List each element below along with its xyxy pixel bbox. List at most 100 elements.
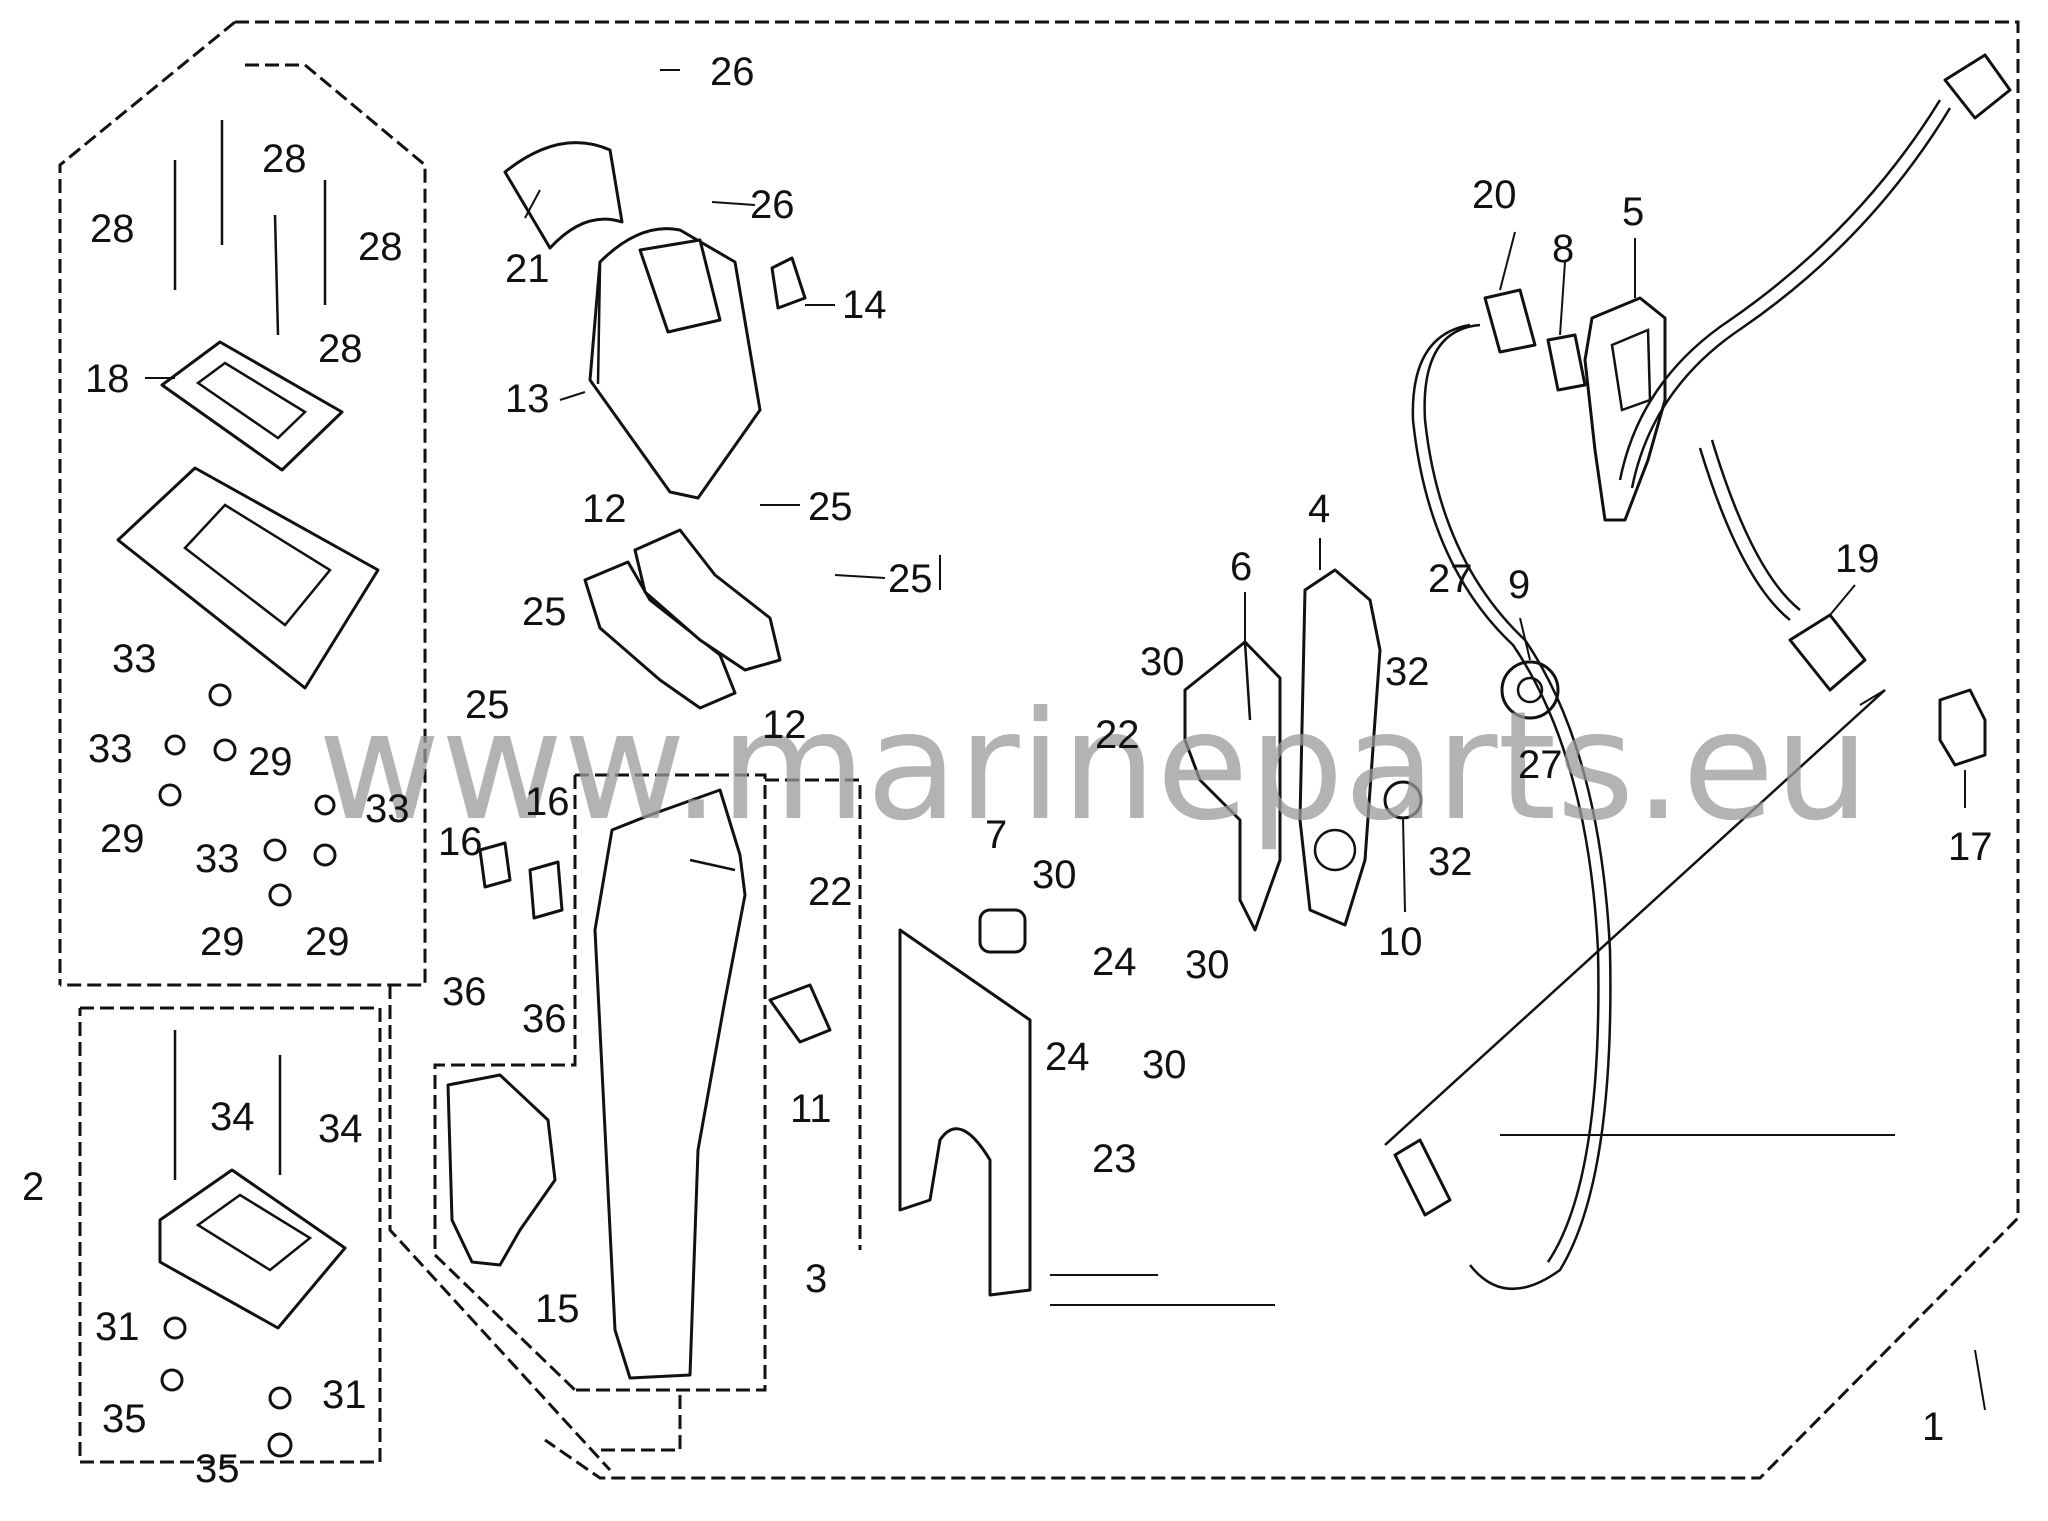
callout-22-lower: 22 bbox=[808, 870, 853, 914]
callout-26-mid: 26 bbox=[750, 183, 795, 227]
callout-31-a: 31 bbox=[95, 1305, 140, 1349]
callout-8: 8 bbox=[1552, 227, 1574, 271]
callout-28-a: 28 bbox=[90, 207, 135, 251]
gasket-frame bbox=[160, 340, 344, 472]
clamp-b bbox=[528, 860, 564, 920]
callout-27-upper: 27 bbox=[1428, 557, 1473, 601]
callout-34-a: 34 bbox=[210, 1095, 255, 1139]
main-housing bbox=[593, 788, 747, 1380]
leader-lines bbox=[145, 69, 1986, 1411]
callout-23: 23 bbox=[1092, 1137, 1137, 1181]
plug bbox=[1546, 333, 1587, 392]
callout-30-d: 30 bbox=[1142, 1043, 1187, 1087]
callout-25-a: 25 bbox=[808, 485, 853, 529]
housing-plate bbox=[898, 928, 1032, 1297]
watermark-text: www.marineparts.eu bbox=[318, 680, 1870, 854]
callout-16-right: 16 bbox=[525, 780, 570, 824]
nuts-29-33 bbox=[158, 683, 337, 907]
gasket-kit-outline bbox=[60, 63, 427, 987]
callout-3: 3 bbox=[805, 1257, 827, 1301]
callout-25-d: 25 bbox=[465, 683, 510, 727]
plate-outline bbox=[765, 778, 862, 1250]
callout-17: 17 bbox=[1948, 825, 1993, 869]
callout-11: 11 bbox=[790, 1087, 832, 1131]
gasket-plate bbox=[116, 466, 380, 690]
callout-35-a: 35 bbox=[102, 1397, 147, 1441]
harness-connector bbox=[1788, 613, 1867, 692]
callout-25-b: 25 bbox=[888, 557, 933, 601]
callout-labels: 1 2 3 4 5 6 7 8 9 10 11 12 12 13 14 15 1… bbox=[22, 50, 1993, 1491]
callout-27-lower: 27 bbox=[1518, 743, 1563, 787]
callout-33-d: 33 bbox=[195, 837, 240, 881]
callout-26-top: 26 bbox=[710, 50, 755, 94]
callout-25-c: 25 bbox=[522, 590, 567, 634]
callout-15: 15 bbox=[535, 1287, 580, 1331]
screws-28 bbox=[173, 120, 327, 336]
wire-harness bbox=[1411, 99, 1952, 1291]
callout-21: 21 bbox=[505, 247, 550, 291]
callout-36-a: 36 bbox=[442, 970, 487, 1014]
callout-9: 9 bbox=[1508, 563, 1530, 607]
callout-29-d: 29 bbox=[305, 920, 350, 964]
wire-clip bbox=[768, 983, 832, 1044]
callout-4: 4 bbox=[1308, 487, 1330, 531]
callout-33-b: 33 bbox=[88, 727, 133, 771]
callout-12-upper: 12 bbox=[582, 487, 627, 531]
callout-13: 13 bbox=[505, 377, 550, 421]
main-assembly-outline bbox=[58, 20, 2020, 1480]
callout-31-b: 31 bbox=[322, 1373, 367, 1417]
callout-33-c: 33 bbox=[365, 787, 410, 831]
callout-36-b: 36 bbox=[522, 997, 567, 1041]
callout-30-b: 30 bbox=[1032, 853, 1077, 897]
cover-strip bbox=[503, 141, 624, 250]
top-connector bbox=[1943, 53, 2012, 120]
lever-housing-cover bbox=[588, 227, 762, 500]
connector bbox=[1483, 288, 1537, 354]
callout-30-a: 30 bbox=[1140, 640, 1185, 684]
callout-6: 6 bbox=[1230, 545, 1252, 589]
callout-24-upper: 24 bbox=[1092, 940, 1137, 984]
nuts-31-35 bbox=[160, 1316, 293, 1458]
callout-18: 18 bbox=[85, 357, 130, 401]
callout-32-upper: 32 bbox=[1385, 650, 1430, 694]
switch-block bbox=[1183, 640, 1282, 932]
callout-7: 7 bbox=[985, 813, 1007, 857]
callout-29-c: 29 bbox=[200, 920, 245, 964]
clip bbox=[770, 256, 807, 310]
callout-29-b: 29 bbox=[100, 817, 145, 861]
callout-28-b: 28 bbox=[262, 137, 307, 181]
callout-28-d: 28 bbox=[318, 327, 363, 371]
callout-34-b: 34 bbox=[318, 1107, 363, 1151]
grommet bbox=[1938, 688, 1987, 767]
bottom-connector bbox=[1393, 1138, 1452, 1217]
kit-2-gasket bbox=[158, 1168, 347, 1330]
callout-2: 2 bbox=[22, 1165, 44, 1209]
callout-22-upper: 22 bbox=[1095, 713, 1140, 757]
shield-plate bbox=[446, 1073, 557, 1267]
bracket-right bbox=[633, 528, 782, 672]
callout-10: 10 bbox=[1378, 920, 1423, 964]
part-3-housing-outline bbox=[433, 773, 767, 1452]
callout-20: 20 bbox=[1472, 173, 1517, 217]
callout-5: 5 bbox=[1622, 190, 1644, 234]
harness-outline bbox=[1384, 689, 1886, 1146]
callout-33-a: 33 bbox=[112, 637, 157, 681]
callout-29-a: 29 bbox=[248, 740, 293, 784]
bracket-left bbox=[583, 560, 737, 710]
clamp-bracket bbox=[1583, 296, 1667, 522]
callout-1: 1 bbox=[1922, 1405, 1944, 1449]
lever-arm bbox=[1298, 568, 1382, 927]
part-2-kit-outline bbox=[78, 985, 612, 1472]
callout-24-lower: 24 bbox=[1045, 1035, 1090, 1079]
callout-28-c: 28 bbox=[358, 225, 403, 269]
clamp-a bbox=[478, 841, 512, 889]
cap bbox=[978, 908, 1027, 954]
bushing bbox=[1500, 660, 1560, 720]
callout-14: 14 bbox=[842, 283, 887, 327]
callout-19: 19 bbox=[1835, 537, 1880, 581]
callout-30-c: 30 bbox=[1185, 943, 1230, 987]
callout-32-lower: 32 bbox=[1428, 840, 1473, 884]
callout-12-lower: 12 bbox=[762, 703, 807, 747]
callout-16-left: 16 bbox=[438, 820, 483, 864]
